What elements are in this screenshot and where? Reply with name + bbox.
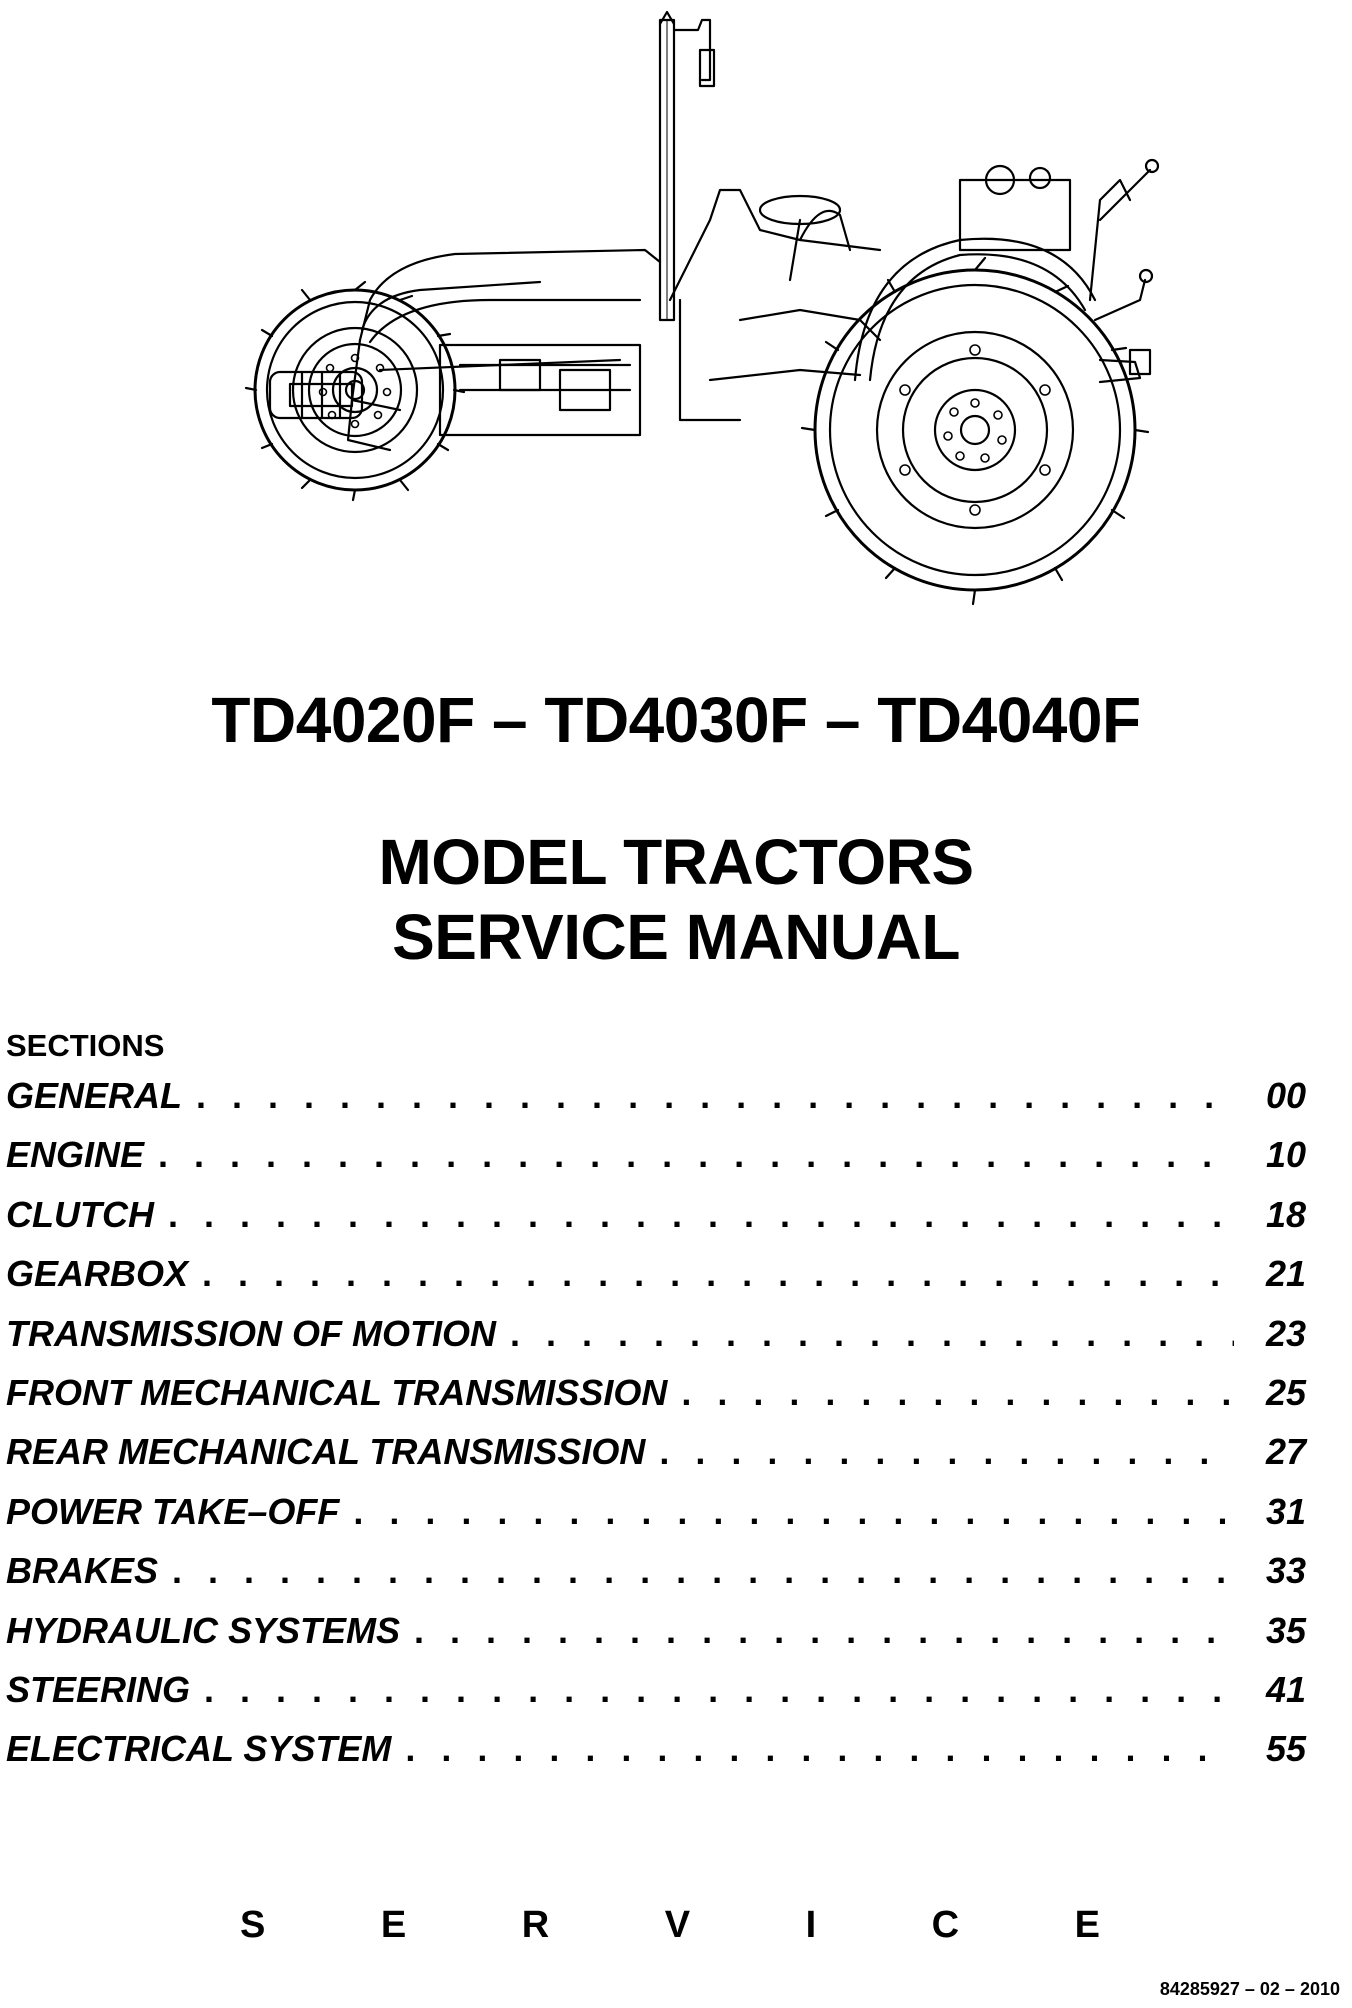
front-wheel xyxy=(244,280,466,502)
toc-item-page: 55 xyxy=(1265,1728,1306,1770)
toc-item-brakes: BRAKES 33 xyxy=(6,1553,1306,1612)
toc-item-page: 41 xyxy=(1265,1668,1306,1710)
toc-item-name: ENGINE xyxy=(6,1134,145,1176)
toc-item-name: CLUTCH xyxy=(6,1193,154,1235)
toc-dot-leader xyxy=(202,1256,1234,1292)
toc-item-page: 31 xyxy=(1265,1490,1306,1532)
toc-dot-leader xyxy=(681,1375,1234,1411)
title-line-1: MODEL TRACTORS xyxy=(378,826,974,898)
title-line-2: SERVICE MANUAL xyxy=(392,901,960,973)
service-letter: E xyxy=(1074,1904,1100,1946)
toc-item-name: TRANSMISSION OF MOTION xyxy=(6,1312,496,1354)
toc-item-page: 23 xyxy=(1265,1312,1306,1354)
toc-item-page: 00 xyxy=(1265,1075,1306,1116)
toc-item-clutch: CLUTCH 18 xyxy=(6,1193,1306,1256)
toc-dot-leader xyxy=(659,1434,1234,1470)
rear-wheel xyxy=(800,256,1150,606)
toc-dot-leader xyxy=(353,1494,1234,1530)
service-letter: C xyxy=(931,1904,960,1946)
toc-item-page: 18 xyxy=(1265,1193,1306,1235)
toc-item-name: REAR MECHANICAL TRANSMISSION xyxy=(6,1431,646,1473)
toc-item-front-mechanical-transmission: FRONT MECHANICAL TRANSMISSION 25 xyxy=(6,1371,1306,1434)
toc-dot-leader xyxy=(405,1731,1234,1767)
service-letter: E xyxy=(380,1904,407,1946)
toc-item-general: GENERAL 00 xyxy=(6,1078,1306,1137)
toc-item-name: STEERING xyxy=(6,1668,191,1710)
document-number: 84285927 – 02 – 2010 xyxy=(1159,1979,1340,1999)
service-letter: I xyxy=(805,1904,817,1946)
toc-item-transmission-of-motion: TRANSMISSION OF MOTION 23 xyxy=(6,1312,1306,1375)
toc-dot-leader xyxy=(168,1197,1234,1233)
toc-dot-leader xyxy=(158,1137,1234,1173)
toc-item-name: HYDRAULIC SYSTEMS xyxy=(6,1609,401,1651)
toc-item-steering: STEERING 41 xyxy=(6,1668,1306,1731)
service-letter: R xyxy=(521,1904,550,1946)
toc-item-name: ELECTRICAL SYSTEM xyxy=(6,1728,392,1770)
toc-dot-leader xyxy=(414,1613,1234,1649)
toc-dot-leader xyxy=(172,1553,1234,1589)
toc-item-page: 25 xyxy=(1265,1371,1306,1413)
model-numbers: TD4020F – TD4030F – TD4040F xyxy=(211,684,1141,756)
toc-item-page: 35 xyxy=(1265,1609,1306,1651)
service-letter: V xyxy=(664,1904,691,1946)
toc-item-name: GENERAL xyxy=(6,1075,183,1116)
toc-dot-leader xyxy=(510,1316,1234,1352)
toc-item-page: 10 xyxy=(1265,1134,1306,1176)
service-wordmark: S E R V I C E xyxy=(240,1906,1100,1944)
toc-item-name: POWER TAKE–OFF xyxy=(6,1490,340,1532)
toc-item-page: 27 xyxy=(1265,1431,1306,1473)
toc-item-hydraulic-systems: HYDRAULIC SYSTEMS 35 xyxy=(6,1609,1306,1672)
toc-item-name: BRAKES xyxy=(6,1550,159,1592)
sections-label: SECTIONS xyxy=(6,1028,165,1063)
toc-item-rear-mechanical-transmission: REAR MECHANICAL TRANSMISSION 27 xyxy=(6,1434,1306,1493)
toc-item-page: 21 xyxy=(1265,1253,1306,1295)
toc-item-name: FRONT MECHANICAL TRANSMISSION xyxy=(6,1371,668,1413)
toc-item-electrical-system: ELECTRICAL SYSTEM 55 xyxy=(6,1731,1306,1790)
toc-dot-leader xyxy=(204,1672,1234,1708)
toc-item-power-take-off: POWER TAKE–OFF 31 xyxy=(6,1490,1306,1553)
tractor-illustration xyxy=(244,10,1160,606)
table-of-contents: GENERAL 00 ENGINE 10 CLUTCH 18 GEARBOX 2… xyxy=(6,1078,1306,1791)
toc-dot-leader xyxy=(196,1078,1234,1114)
service-letter: S xyxy=(240,1904,266,1946)
toc-item-gearbox: GEARBOX 21 xyxy=(6,1256,1306,1315)
manual-title: MODEL TRACTORS SERVICE MANUAL xyxy=(0,825,1352,975)
toc-item-engine: ENGINE 10 xyxy=(6,1137,1306,1196)
toc-item-page: 33 xyxy=(1265,1550,1306,1592)
toc-item-name: GEARBOX xyxy=(6,1253,189,1295)
